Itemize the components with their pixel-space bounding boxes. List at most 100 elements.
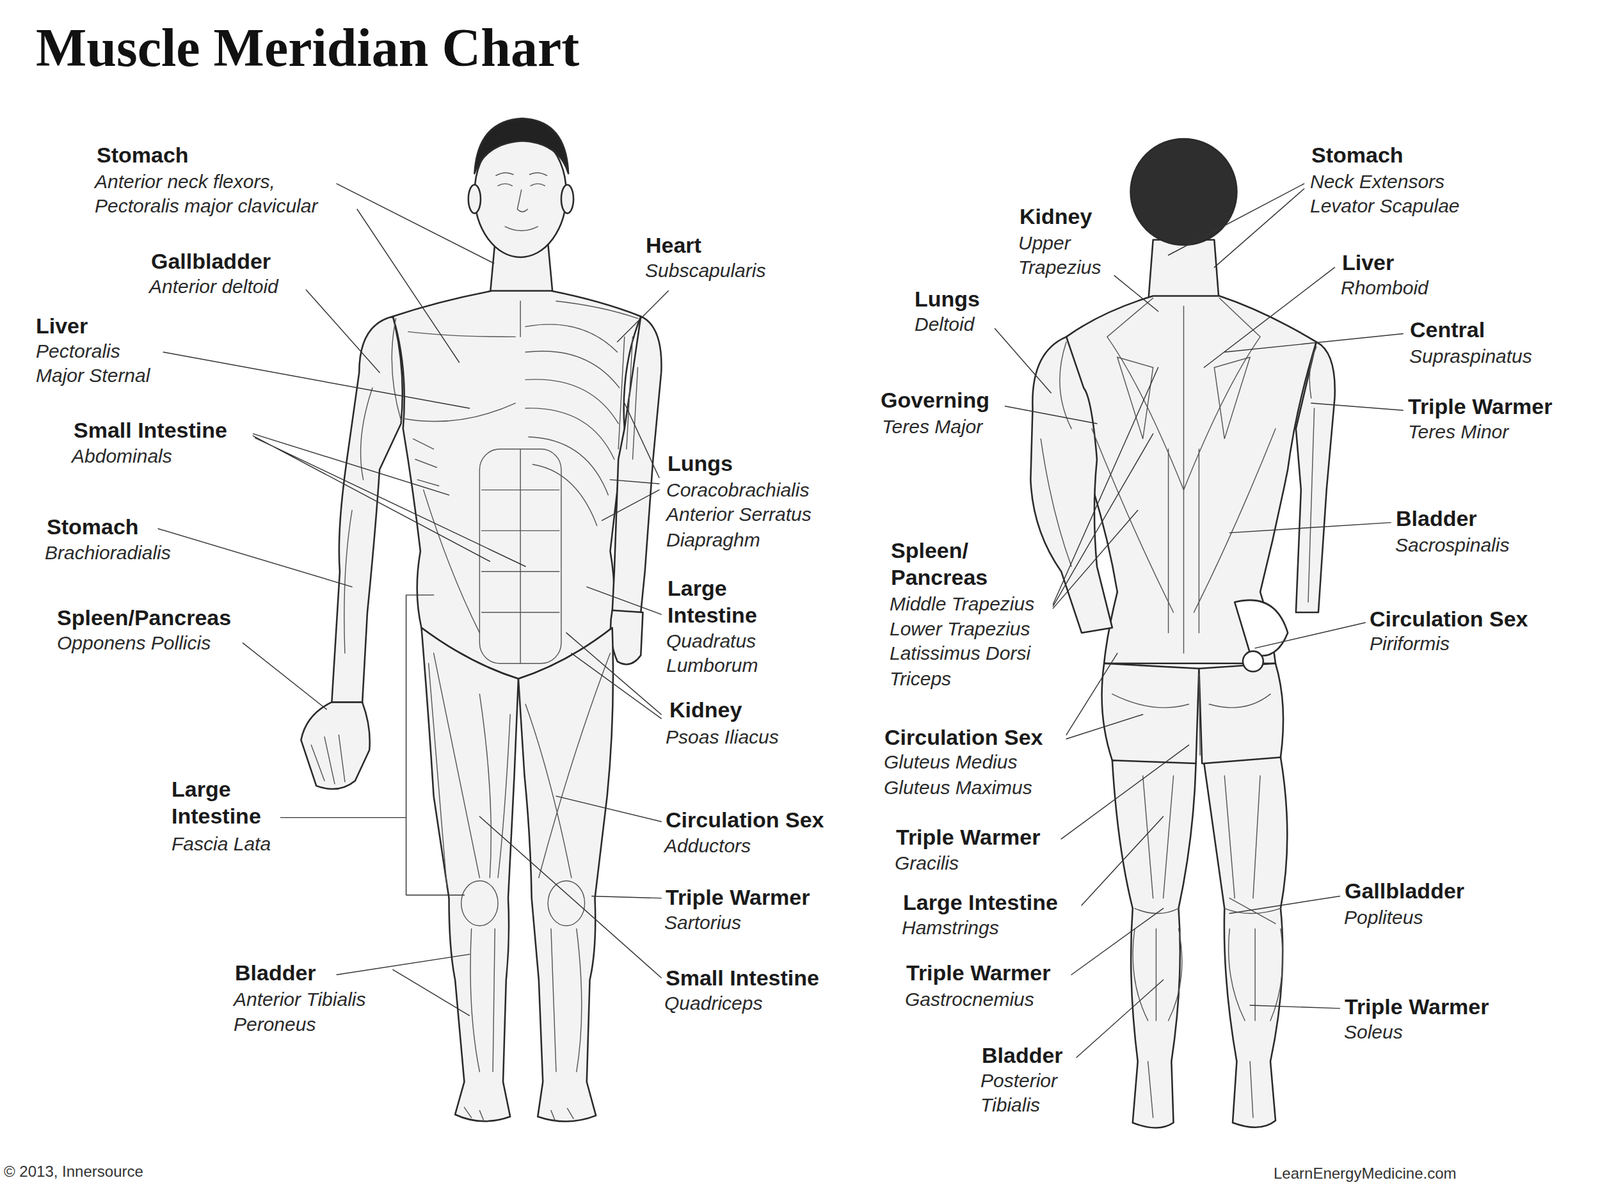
muscle-name: Anterior deltoid bbox=[149, 274, 279, 299]
muscle-name: Adductors bbox=[664, 833, 751, 859]
meridian-name: Large Intestine bbox=[667, 574, 760, 629]
leader-line bbox=[1071, 908, 1163, 976]
front-muscle-detail bbox=[525, 653, 610, 879]
front-figure bbox=[300, 118, 662, 1122]
muscle-name: Fascia Lata bbox=[171, 832, 271, 857]
front-muscle-detail bbox=[481, 449, 560, 664]
leader-line bbox=[1114, 275, 1159, 312]
back-left-gluteus bbox=[1102, 663, 1200, 770]
muscle-name: Supraspinatus bbox=[1409, 344, 1533, 369]
front-muscle-detail bbox=[461, 880, 498, 926]
front-muscle-detail bbox=[504, 226, 538, 231]
meridian-name: Bladder bbox=[1395, 504, 1478, 532]
meridian-name: Stomach bbox=[96, 141, 189, 169]
back-muscle-detail bbox=[1148, 1061, 1254, 1119]
front-muscle-detail bbox=[618, 336, 638, 459]
muscle-name: Piriformis bbox=[1369, 631, 1450, 656]
meridian-name: Large Intestine bbox=[171, 775, 264, 830]
leader-line bbox=[158, 183, 1403, 1058]
back-muscle-detail bbox=[1168, 449, 1200, 633]
muscle-name: Teres Major bbox=[881, 414, 983, 440]
leader-line bbox=[1249, 1005, 1340, 1009]
back-muscle-detail bbox=[1134, 898, 1281, 925]
front-muscle-detail bbox=[525, 324, 620, 527]
leader-line bbox=[1061, 744, 1189, 840]
muscle-name: Quadratus Lumborum bbox=[666, 629, 761, 678]
muscle-name: Triceps bbox=[889, 666, 952, 692]
muscle-name: Hamstrings bbox=[901, 915, 1000, 941]
meridian-name: Small Intestine bbox=[665, 964, 820, 992]
muscle-name: Anterior Serratus bbox=[666, 502, 812, 527]
meridian-name: Triple Warmer bbox=[906, 959, 1051, 987]
meridian-name: Triple Warmer bbox=[896, 823, 1040, 851]
meridian-name: Spleen/Pancreas bbox=[56, 604, 232, 632]
credit-note: LearnEnergyMedicine.com bbox=[1273, 1164, 1456, 1183]
meridian-name: Lungs bbox=[914, 285, 980, 313]
muscle-name: Diapraghm bbox=[666, 528, 761, 553]
muscle-name: Teres Minor bbox=[1408, 419, 1509, 445]
muscle-name: Brachioradialis bbox=[44, 540, 171, 566]
front-muscle-detail bbox=[428, 653, 511, 889]
back-right-arm bbox=[1296, 341, 1336, 613]
muscle-name: Levator Scapulae bbox=[1310, 193, 1460, 219]
muscle-name: Posterior Tibialis bbox=[980, 1068, 1060, 1118]
meridian-name: Triple Warmer bbox=[1344, 993, 1489, 1021]
leader-line bbox=[556, 796, 662, 822]
meridian-name: Small Intestine bbox=[73, 416, 228, 444]
back-muscle-detail bbox=[1112, 673, 1271, 756]
meridian-name: Circulation Sex bbox=[1369, 605, 1529, 633]
muscle-name: Anterior Tibialis bbox=[233, 987, 366, 1012]
front-ear bbox=[561, 184, 574, 214]
leader-line bbox=[1168, 183, 1305, 268]
front-muscle-detail bbox=[413, 439, 440, 486]
front-left-hand bbox=[300, 702, 370, 790]
muscle-name: Rhomboid bbox=[1340, 275, 1429, 301]
front-ear bbox=[468, 184, 481, 214]
front-hair bbox=[474, 118, 569, 174]
front-left-arm bbox=[331, 316, 403, 704]
front-left-leg bbox=[421, 627, 518, 1122]
meridian-name: Gallbladder bbox=[151, 247, 271, 275]
muscle-name: Sacrospinalis bbox=[1395, 533, 1510, 558]
meridian-name: Spleen/ Pancreas bbox=[890, 536, 991, 591]
front-muscle-detail bbox=[344, 387, 373, 654]
muscle-name: Sartorius bbox=[664, 910, 742, 936]
muscle-name: Neck Extensors bbox=[1310, 169, 1445, 194]
femur-head bbox=[1242, 651, 1264, 672]
leader-line bbox=[163, 352, 470, 409]
front-muscle-detail bbox=[547, 880, 585, 926]
back-muscle-detail bbox=[1143, 775, 1261, 898]
meridian-name: Stomach bbox=[46, 513, 139, 541]
leader-line bbox=[1224, 334, 1403, 353]
muscle-name: Upper Trapezius bbox=[1018, 231, 1104, 280]
leader-line bbox=[252, 433, 526, 567]
front-muscle-detail bbox=[517, 190, 528, 212]
muscle-name: Anterior neck flexors, Pectoralis major … bbox=[94, 169, 320, 219]
leader-line bbox=[1004, 406, 1097, 424]
leader-line bbox=[1229, 896, 1340, 914]
leader-line bbox=[1066, 653, 1144, 740]
back-muscle-detail bbox=[1091, 428, 1276, 613]
muscle-name: Subscapularis bbox=[645, 258, 766, 283]
meridian-name: Triple Warmer bbox=[1408, 392, 1552, 420]
back-right-gluteus bbox=[1198, 663, 1284, 769]
muscle-name: Soleus bbox=[1344, 1020, 1403, 1045]
front-muscle-detail bbox=[423, 490, 480, 633]
leader-line bbox=[602, 403, 660, 521]
front-muscle-detail bbox=[556, 301, 639, 319]
muscle-name: Opponens Pollicis bbox=[56, 631, 211, 656]
muscle-name: Gastrocnemius bbox=[904, 987, 1035, 1012]
meridian-name: Liver bbox=[1342, 248, 1394, 276]
back-left-arm bbox=[1030, 336, 1113, 633]
pelvis-bone bbox=[1234, 600, 1288, 656]
leader-line bbox=[592, 896, 662, 898]
leader-line bbox=[242, 643, 327, 710]
meridian-name: Circulation Sex bbox=[884, 723, 1044, 751]
meridian-name: Kidney bbox=[1019, 202, 1092, 230]
front-muscle-detail bbox=[497, 183, 545, 186]
back-muscle-detail bbox=[1228, 928, 1284, 1021]
leader-line bbox=[566, 632, 662, 719]
meridian-name: Liver bbox=[35, 312, 88, 340]
